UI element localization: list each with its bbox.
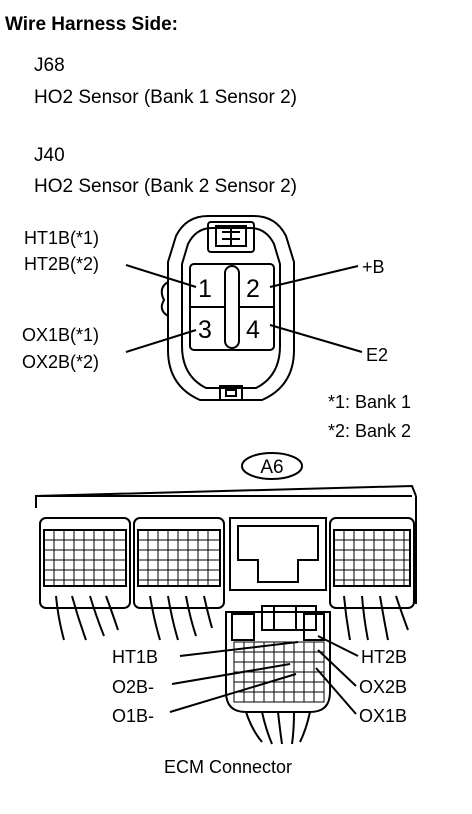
label-ox2b-bank2: OX2B(*2) [22, 352, 100, 372]
note-bank1: *1: Bank 1 [328, 392, 412, 412]
ecm-label-o2b-minus: O2B- [112, 677, 155, 697]
leader-pin2 [269, 265, 359, 288]
label-ht1b-bank1: HT1B(*1) [24, 228, 100, 248]
connector-pin-grids [44, 530, 410, 703]
ecm-label-ox1b: OX1B [359, 706, 408, 726]
harness-wires [55, 595, 409, 745]
leader-ecm-ht2b [317, 635, 359, 657]
pin-number-3: 3 [198, 316, 212, 344]
ecm-label-ht2b: HT2B [361, 647, 408, 667]
ecm-label-ox2b: OX2B [359, 677, 408, 697]
leader-pin4 [269, 324, 363, 353]
label-e2: E2 [366, 345, 389, 365]
ecm-caption: ECM Connector [164, 757, 293, 777]
page-title: Wire Harness Side: [5, 14, 179, 35]
label-plus-b: +B [362, 257, 385, 277]
label-ox1b-bank1: OX1B(*1) [22, 325, 100, 345]
connector-name-j68: HO2 Sensor (Bank 1 Sensor 2) [34, 87, 297, 108]
pin-number-4: 4 [246, 316, 260, 344]
ecm-connector-id: A6 [260, 457, 283, 478]
pin-number-2: 2 [246, 275, 260, 303]
sensor-connector [160, 215, 295, 401]
leader-ecm-ht1b [179, 641, 299, 657]
leader-ecm-o2b [171, 663, 291, 685]
pin-number-1: 1 [198, 275, 212, 303]
connector-code-j68: J68 [34, 55, 65, 76]
leader-pin1 [125, 264, 197, 288]
leader-pin3 [125, 329, 197, 353]
ecm-label-o1b-minus: O1B- [112, 706, 155, 726]
connector-name-j40: HO2 Sensor (Bank 2 Sensor 2) [34, 176, 297, 197]
leader-ecm-ox1b [315, 667, 357, 715]
label-ht2b-bank2: HT2B(*2) [24, 254, 100, 274]
note-bank2: *2: Bank 2 [328, 421, 412, 441]
leader-ecm-o1b [169, 673, 297, 713]
connector-code-j40: J40 [34, 145, 65, 166]
ecm-label-ht1b: HT1B [112, 647, 159, 667]
ecm-connector [35, 452, 417, 713]
